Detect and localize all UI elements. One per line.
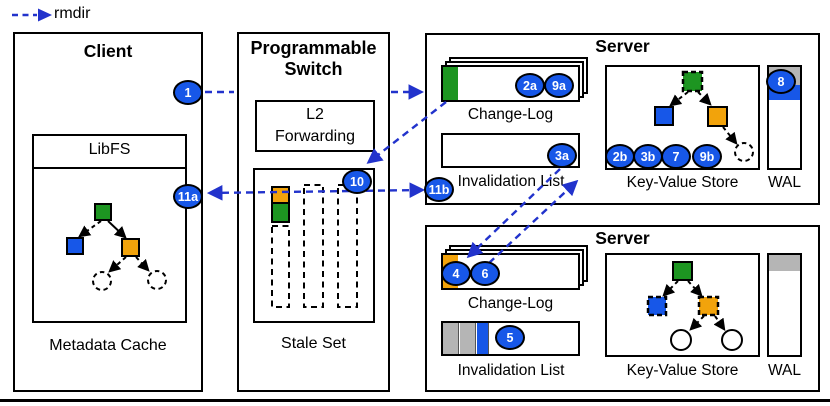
invalidation-list-top-label: Invalidation List (457, 173, 565, 190)
libfs-label: LibFS (88, 141, 131, 158)
step-badge-1: 1 (173, 80, 203, 105)
step-badge-7: 7 (661, 144, 691, 169)
metadata-cache-label: Metadata Cache (49, 337, 167, 354)
step-badge-11b: 11b (424, 177, 454, 202)
kv-store-top-label: Key-Value Store (626, 174, 739, 191)
step-badge-8: 8 (766, 69, 796, 94)
invalidation-bottom-blue-entry (477, 323, 489, 354)
kv-store-bottom-label: Key-Value Store (626, 362, 739, 379)
libfs-box (32, 134, 187, 169)
step-badge-3a: 3a (547, 143, 577, 168)
client-title: Client (83, 41, 133, 61)
step-badge-9a: 9a (544, 73, 574, 98)
invalidation-list-bottom-label: Invalidation List (457, 362, 565, 379)
wal-top-label: WAL (767, 174, 801, 191)
invalidation-bottom-gray-entry-2 (460, 323, 476, 354)
step-badge-4: 4 (441, 261, 471, 286)
changelog-bottom-label: Change-Log (467, 295, 554, 312)
step-badge-11a: 11a (173, 184, 203, 209)
invalidation-bottom-gray-entry-1 (443, 323, 459, 354)
wal-bottom-label: WAL (767, 362, 801, 379)
step-badge-6: 6 (470, 261, 500, 286)
changelog-top-green-entry (443, 67, 458, 100)
step-badge-2b: 2b (605, 144, 635, 169)
l2-forwarding-label: L2 Forwarding (274, 106, 356, 145)
switch-title: Programmable Switch (250, 38, 377, 79)
kv-store-bottom-box (605, 253, 760, 357)
step-badge-3b: 3b (633, 144, 663, 169)
changelog-top-label: Change-Log (467, 106, 554, 123)
legend-rmdir-arrow (12, 8, 52, 22)
legend-label: rmdir (54, 5, 91, 22)
server-top-title: Server (595, 36, 650, 56)
step-badge-10: 10 (342, 169, 372, 194)
step-badge-9b: 9b (692, 144, 722, 169)
bottom-rule (0, 399, 830, 402)
step-badge-2a: 2a (515, 73, 545, 98)
server-bottom-title: Server (595, 228, 650, 248)
metadata-cache-box (32, 167, 187, 323)
step-badge-5: 5 (495, 325, 525, 350)
stale-set-label: Stale Set (281, 335, 346, 352)
wal-bottom-gray-entry (769, 255, 800, 271)
